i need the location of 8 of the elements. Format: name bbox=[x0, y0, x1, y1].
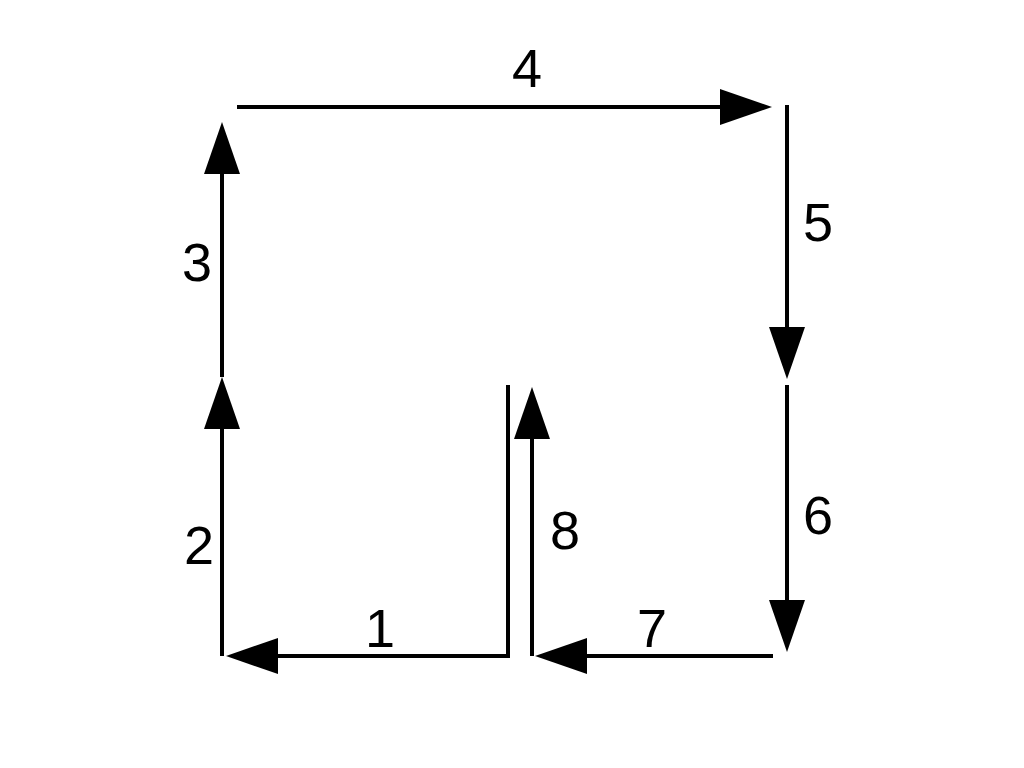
step-number: 7 bbox=[637, 601, 667, 655]
step-number: 5 bbox=[803, 195, 833, 249]
step-number: 2 bbox=[184, 518, 214, 572]
step-number: 3 bbox=[182, 235, 212, 289]
step-number: 4 bbox=[512, 41, 542, 95]
step-number: 1 bbox=[365, 601, 395, 655]
step-number: 8 bbox=[550, 503, 580, 557]
step-number: 6 bbox=[803, 488, 833, 542]
